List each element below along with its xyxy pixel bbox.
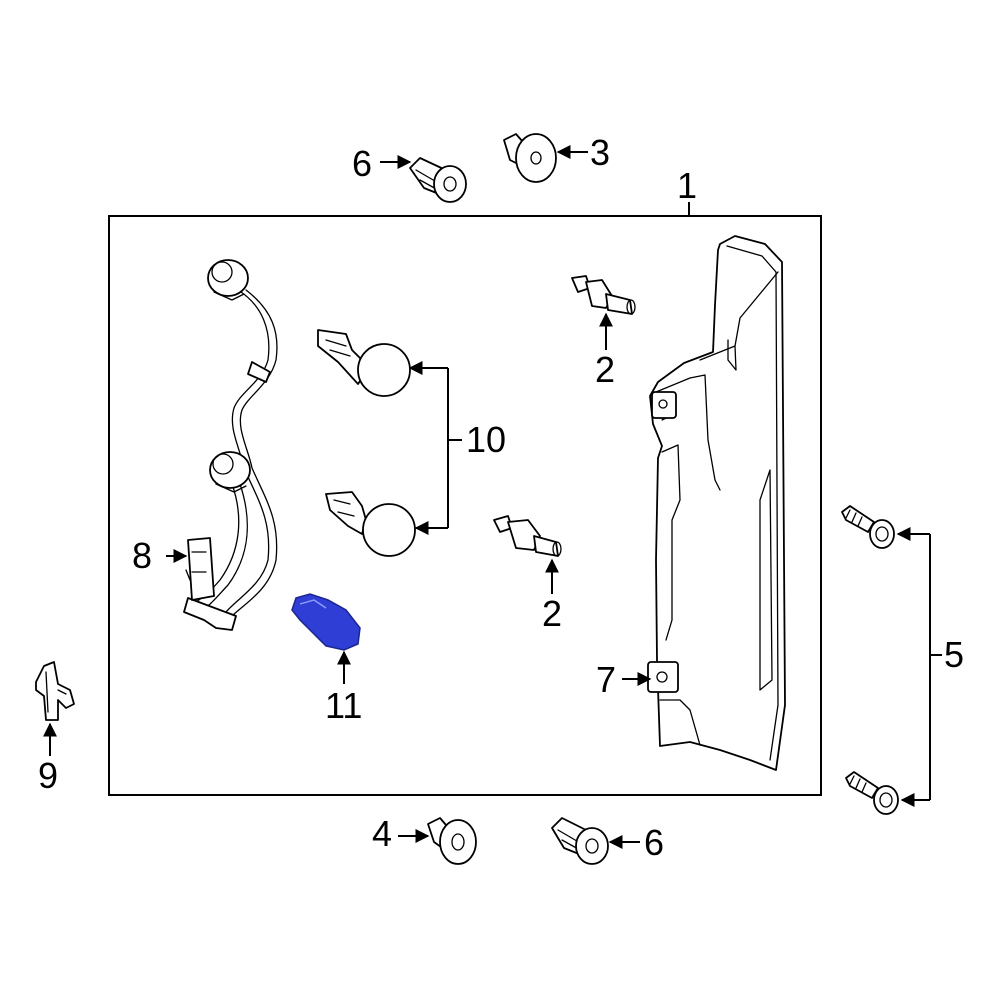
wiring-harness[interactable] [183, 259, 278, 631]
callout-7: 7 [596, 659, 616, 700]
callout-6-bottom: 6 [644, 822, 664, 863]
grommet-3[interactable] [503, 133, 557, 183]
clip-6-bottom[interactable] [551, 817, 609, 865]
callout-10: 10 [466, 419, 506, 460]
callout-4: 4 [372, 813, 392, 854]
callout-6-top: 6 [352, 143, 372, 184]
callout-11: 11 [325, 685, 362, 726]
callout-3: 3 [590, 132, 610, 173]
callout-8: 8 [132, 535, 152, 576]
tail-lamp-housing[interactable] [647, 235, 786, 771]
assembly-frame [108, 215, 822, 796]
bulb-lower[interactable] [325, 491, 416, 557]
bulb-upper[interactable] [317, 329, 411, 397]
bolt-5-lower[interactable] [845, 771, 899, 815]
grommet-4[interactable] [427, 817, 477, 865]
callout-9: 9 [38, 755, 58, 796]
callout-2-lower: 2 [542, 593, 562, 634]
highlighted-bulb[interactable] [291, 593, 361, 651]
clip-6-top[interactable] [409, 157, 467, 203]
bracket-9[interactable] [35, 661, 75, 721]
stud-2-upper[interactable] [571, 275, 636, 315]
callout-2-upper: 2 [595, 349, 615, 390]
stud-2-lower[interactable] [493, 515, 562, 557]
callout-5: 5 [944, 634, 964, 675]
callout-1: 1 [677, 165, 697, 206]
bolt-5-upper[interactable] [841, 505, 895, 549]
